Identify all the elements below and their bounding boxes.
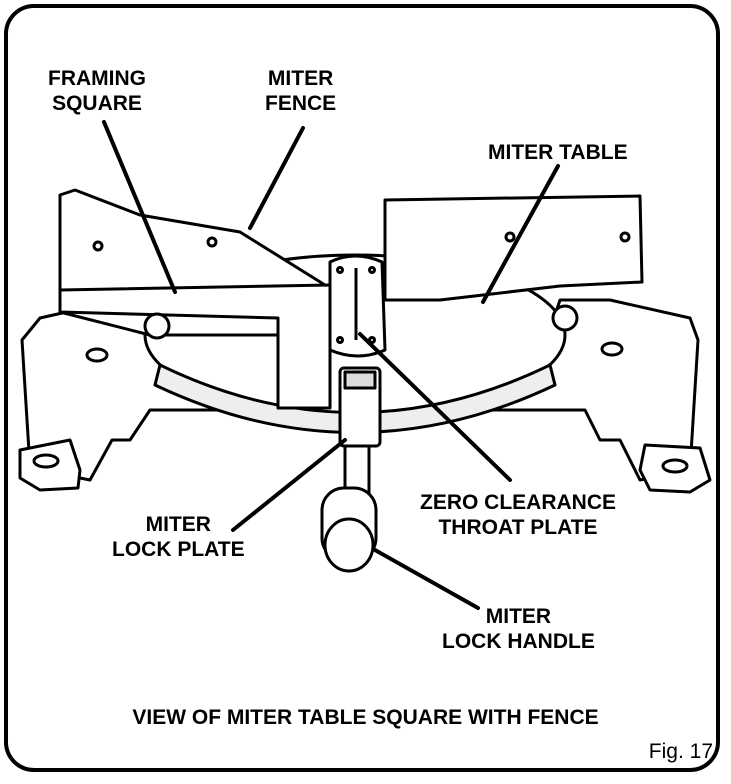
label-zero-clearance-throat-plate: ZERO CLEARANCE THROAT PLATE: [420, 491, 617, 539]
pivot-bolt: [143, 312, 171, 340]
label-framing-square: FRAMING SQUARE: [48, 67, 146, 115]
label-miter-lock-plate: MITER LOCK PLATE: [112, 513, 245, 561]
leader-throat-plate: [358, 332, 512, 482]
leader-miter-fence: [248, 126, 305, 230]
right-foot-hole: [661, 458, 689, 474]
fence-hole: [504, 231, 516, 243]
label-miter-fence: MITER FENCE: [265, 67, 337, 115]
pivot-bolt: [551, 304, 579, 332]
leader-lock-handle: [373, 548, 480, 610]
fence-hole: [619, 231, 631, 243]
figure-caption: VIEW OF MITER TABLE SQUARE WITH FENCE: [132, 706, 599, 729]
fence-hole: [92, 240, 104, 252]
figure-number: Fig. 17: [648, 740, 713, 763]
leader-lock-plate: [231, 438, 347, 532]
figure-frame: [4, 4, 720, 772]
left-foot-hole: [32, 453, 60, 469]
label-miter-lock-handle: MITER LOCK HANDLE: [442, 605, 595, 653]
leader-miter-table: [481, 164, 560, 304]
fence-hole: [206, 236, 218, 248]
label-miter-table: MITER TABLE: [488, 141, 628, 164]
leader-framing-square: [102, 120, 177, 294]
